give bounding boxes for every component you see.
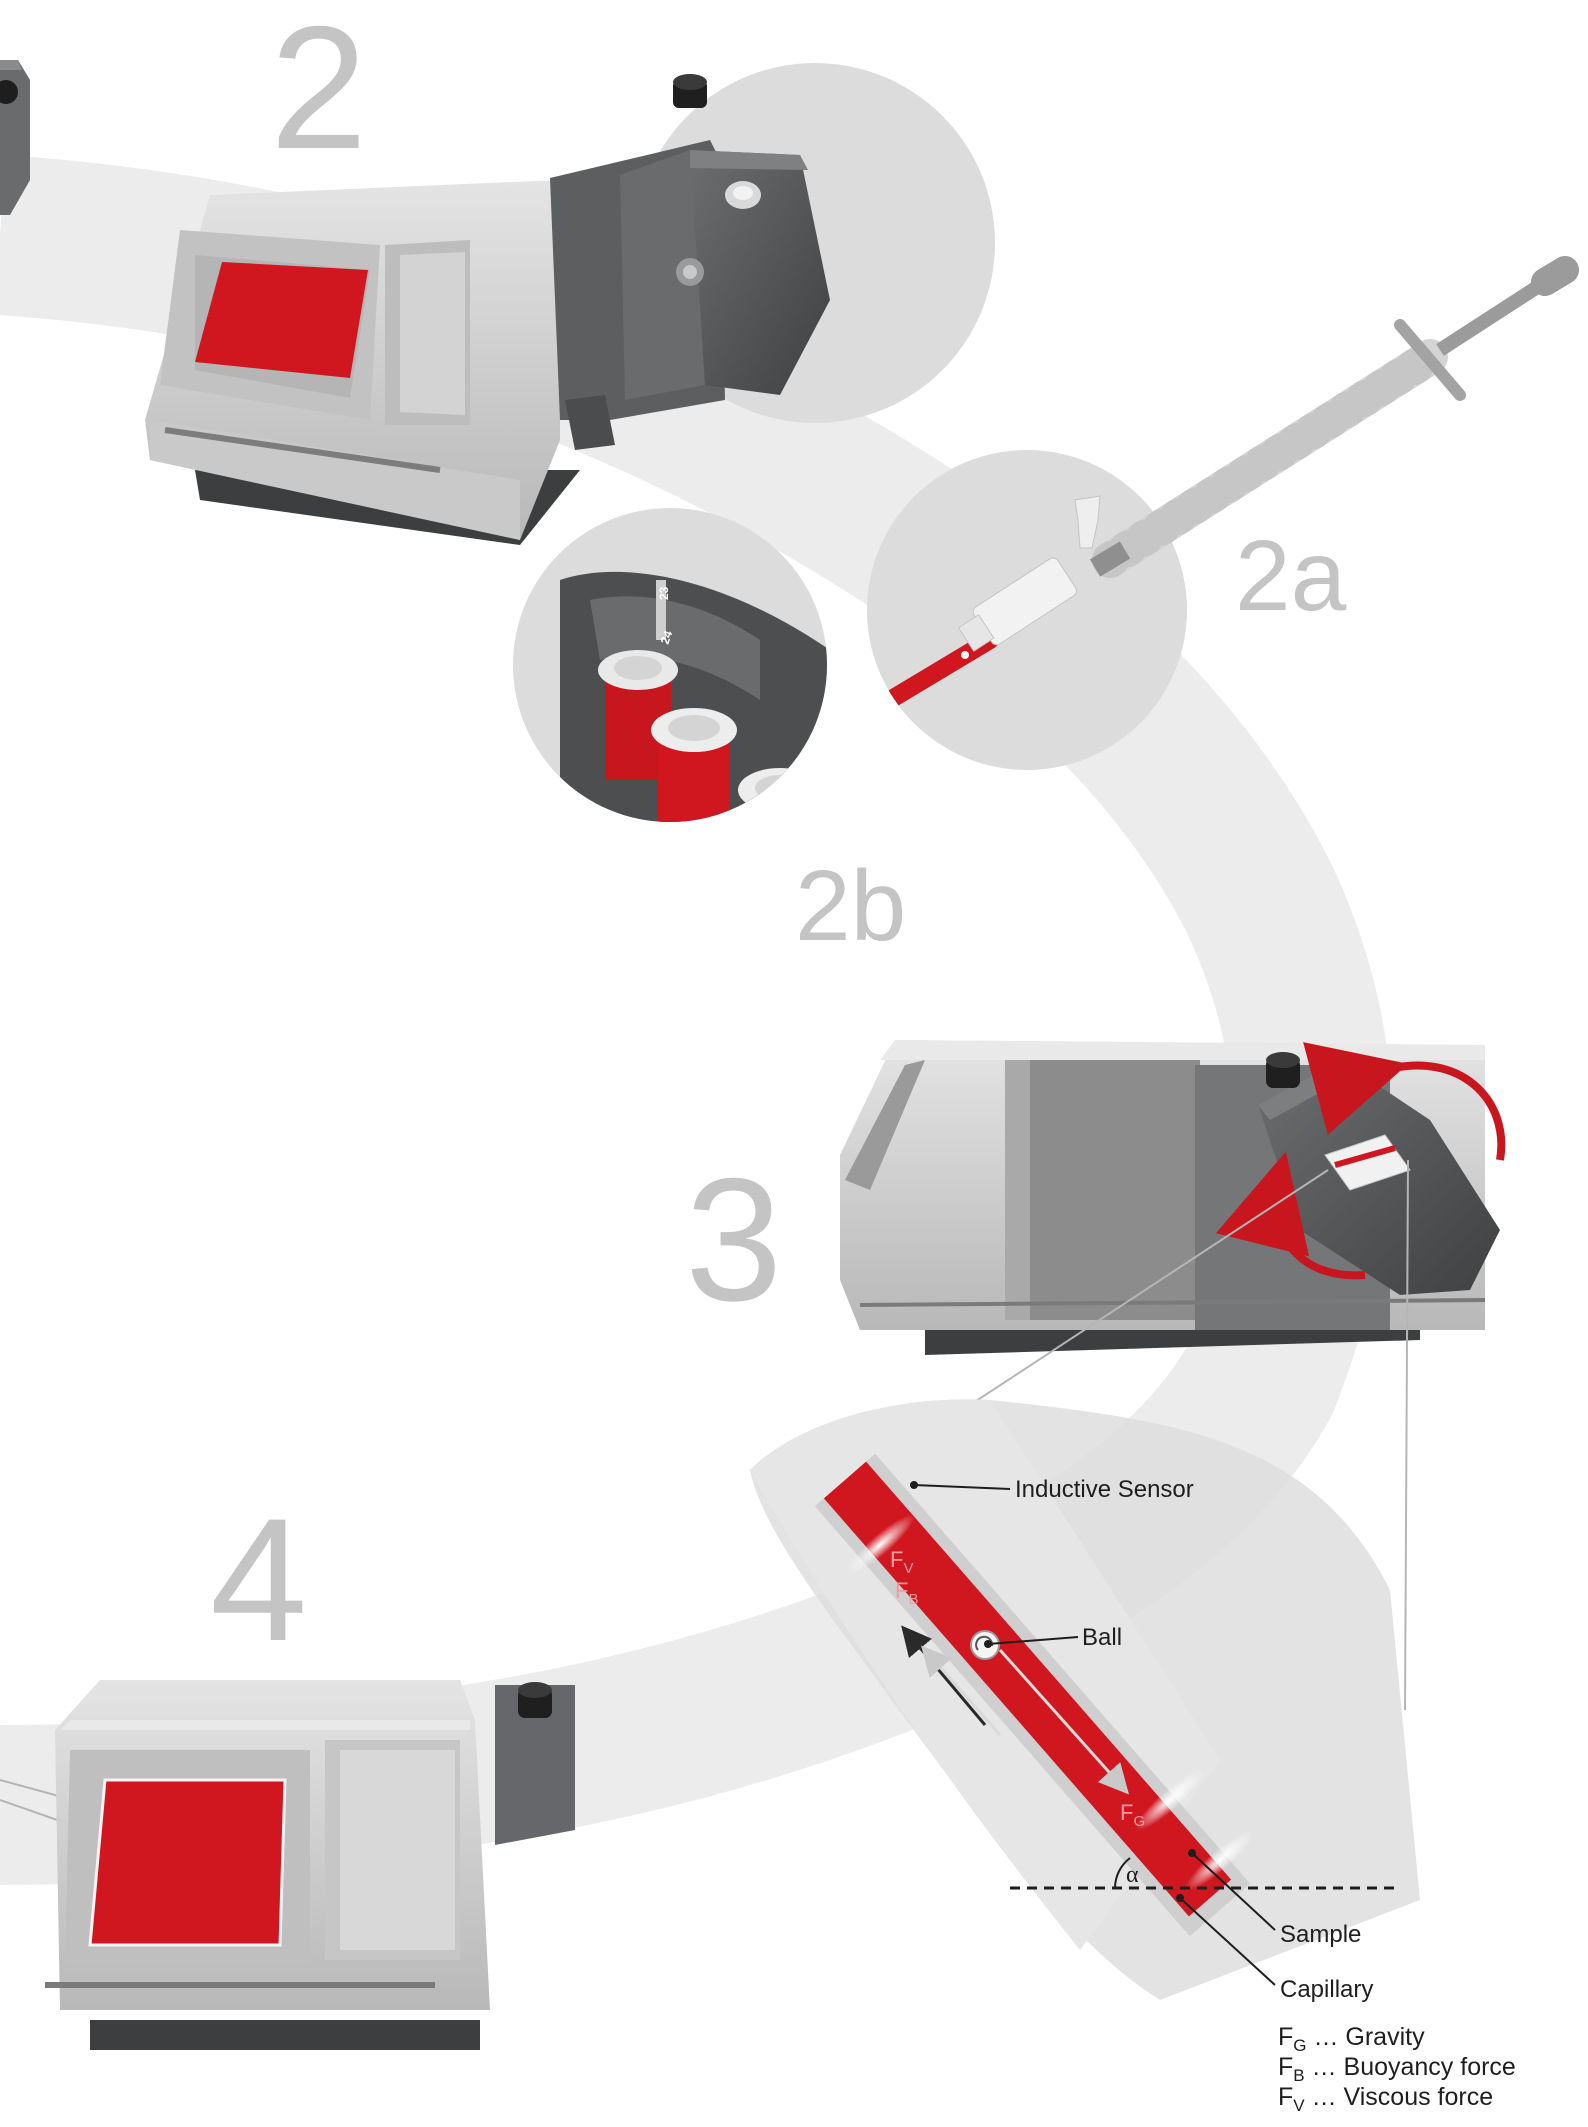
step-2a-group: 2a	[867, 256, 1579, 770]
sample-channel	[823, 1461, 1232, 1917]
legend-symbol: F	[1278, 2053, 1293, 2081]
force-label-viscous: FV	[890, 1547, 913, 1577]
step-2-device	[145, 63, 995, 545]
step-2b-group: 23 24 2b	[513, 508, 906, 962]
force-label-buoyancy: FB	[895, 1578, 918, 1608]
force-label-gravity: FG	[1120, 1800, 1145, 1830]
capillary-detail: FV FB FG α Inductive Sensor Ball Sample	[750, 1399, 1420, 2003]
step-3-device	[840, 1040, 1506, 1711]
step-2-label: 2	[270, 0, 367, 186]
legend-description: … Viscous force	[1305, 2083, 1494, 2111]
angle-label: α	[1126, 1862, 1139, 1888]
force-symbol: F	[895, 1578, 908, 1603]
legend-subscript: G	[1293, 2036, 1306, 2055]
carousel-slot-24: 24	[658, 628, 676, 646]
angle-arc	[1114, 1857, 1131, 1889]
callout-inductive-sensor-label: Inductive Sensor	[1015, 1476, 1194, 1503]
force-symbol: F	[890, 1547, 903, 1572]
step-4-device	[0, 1680, 575, 2050]
legend-subscript: B	[1293, 2066, 1304, 2085]
step-4-screen	[88, 1778, 287, 1947]
legend-description: … Gravity	[1307, 2023, 1426, 2051]
callout-ball: Ball	[984, 1624, 1122, 1651]
force-symbol: F	[1120, 1800, 1133, 1825]
sensor-glow	[1185, 1829, 1255, 1891]
legend-description: … Buoyancy force	[1305, 2053, 1516, 2081]
sensor-glow	[845, 1514, 915, 1576]
legend-item: FV … Viscous force	[1278, 2083, 1493, 2115]
carousel-slot-23: 23	[657, 586, 671, 600]
callout-ball-label: Ball	[1082, 1624, 1122, 1651]
force-arrow-buoyancy	[921, 1645, 1002, 1736]
callout-sample-label: Sample	[1280, 1921, 1361, 1948]
legend-symbol: F	[1278, 2023, 1293, 2051]
callout-inductive-sensor: Inductive Sensor	[910, 1476, 1194, 1503]
legend-item: FG … Gravity	[1278, 2023, 1425, 2055]
legend-subscript: V	[1293, 2096, 1305, 2115]
step-2-screen	[195, 262, 368, 378]
rotation-arrow-icon	[1303, 1042, 1506, 1161]
rotation-arrow-icon	[1216, 1151, 1366, 1280]
legend-item: FB … Buoyancy force	[1278, 2053, 1516, 2085]
force-subscript: G	[1133, 1813, 1145, 1830]
sample-vial	[651, 708, 737, 822]
syringe-icon	[1089, 256, 1579, 578]
callout-capillary: Capillary	[1176, 1894, 1373, 2003]
force-subscript: B	[908, 1591, 918, 1608]
force-subscript: V	[903, 1560, 913, 1577]
step-2a-label: 2a	[1235, 520, 1347, 632]
step-2b-label: 2b	[795, 850, 906, 962]
step-4-label: 4	[210, 1483, 307, 1678]
force-arrow-gravity	[998, 1649, 1129, 1795]
step-3-label: 3	[685, 1143, 782, 1338]
callout-capillary-label: Capillary	[1280, 1976, 1373, 2003]
previous-device-partial	[0, 60, 30, 215]
callout-sample: Sample	[1188, 1849, 1361, 1948]
legend-symbol: F	[1278, 2083, 1293, 2111]
knob-icon	[673, 74, 707, 90]
sensor-glow	[1135, 1769, 1205, 1831]
